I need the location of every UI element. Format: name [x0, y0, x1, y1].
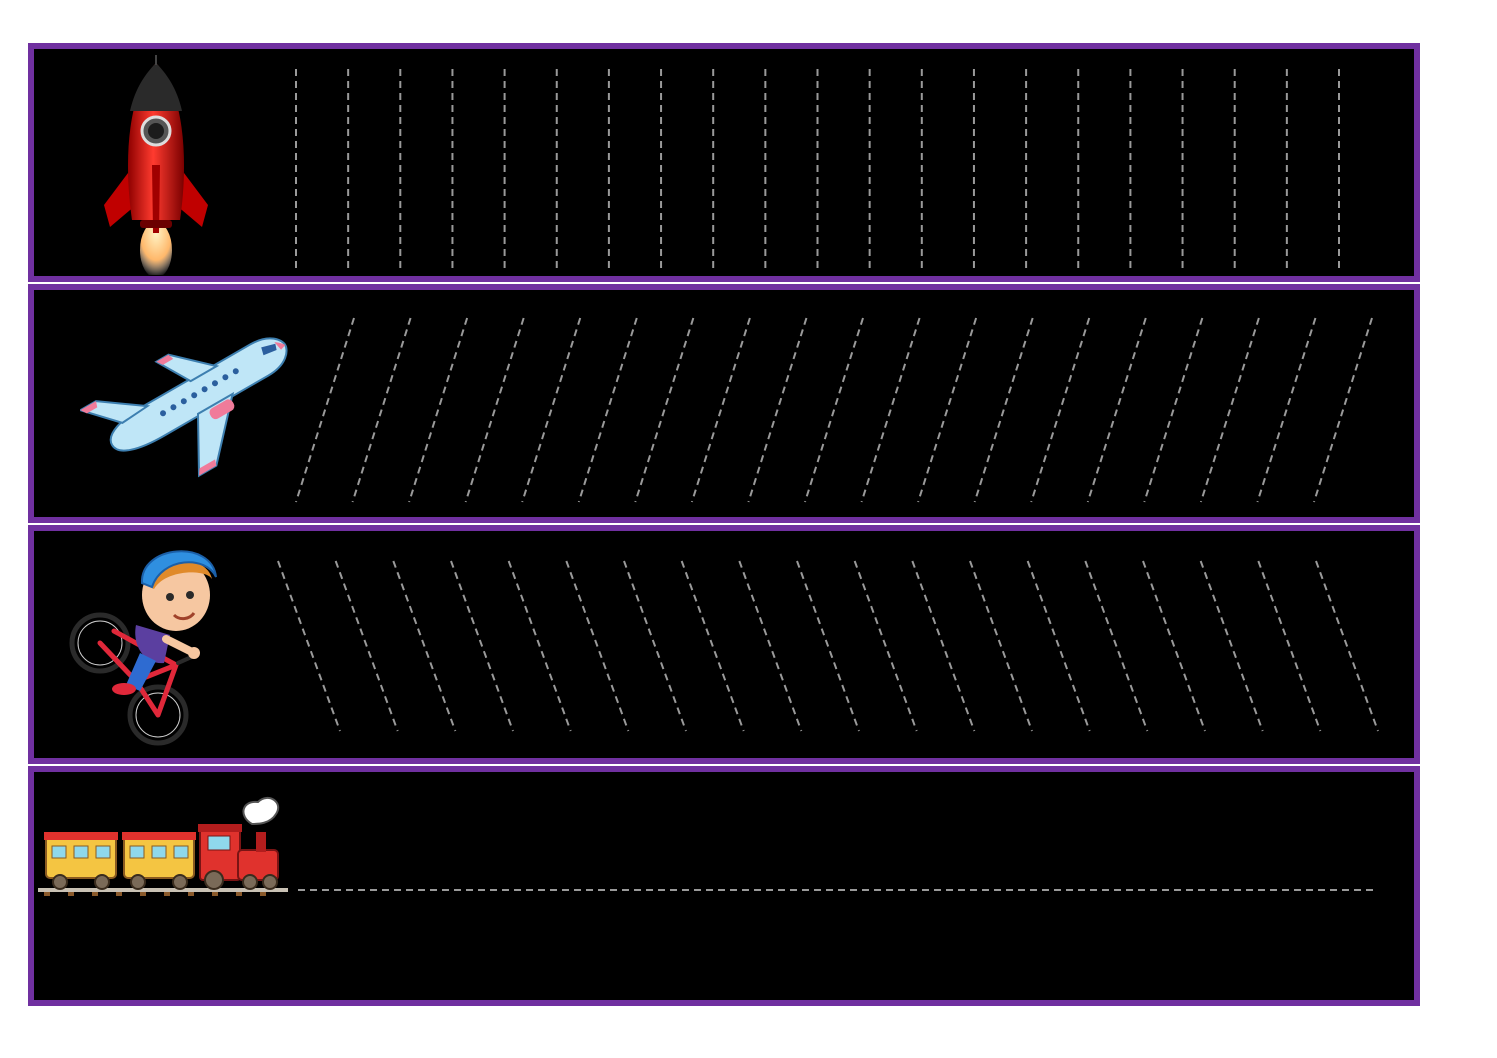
tracing-guide-line: [623, 560, 687, 732]
tracing-guide-line: [1084, 560, 1149, 732]
tracing-guide-line: [796, 560, 860, 732]
tracing-guide-line: [1313, 317, 1373, 503]
tracing-guide-line: [295, 317, 355, 503]
tracing-guide-line: [911, 560, 976, 732]
tracing-guide-line: [853, 560, 918, 732]
tracing-guide-line: [973, 317, 1034, 503]
forward-slant-tracing-guides: [295, 317, 1373, 503]
tracing-guide-line: [1030, 317, 1091, 503]
tracing-guide-line: [1315, 560, 1379, 732]
tracing-guide-line: [577, 317, 638, 503]
airplane-icon: [80, 337, 288, 478]
backward-slant-tracing-guides: [277, 560, 1379, 732]
tracing-guide-line: [1086, 317, 1147, 503]
tracing-guide-line: [680, 560, 745, 732]
tracing-guide-line: [917, 317, 978, 503]
tracing-guide-line: [634, 317, 695, 503]
tracing-guide-line: [450, 560, 514, 732]
tracing-guide-line: [1143, 317, 1204, 503]
rocket-icon: [104, 55, 208, 275]
tracing-guide-line: [521, 317, 582, 503]
tracing-guide-line: [565, 560, 630, 732]
tracing-guide-line: [277, 560, 341, 732]
tracing-guide-line: [1199, 317, 1260, 503]
tracing-guide-line: [1142, 560, 1206, 732]
tracing-guide-line: [392, 560, 457, 732]
train-icon: [38, 796, 288, 896]
tracing-guide-line: [408, 317, 469, 503]
tracing-guide-line: [464, 317, 525, 503]
vertical-tracing-guides: [295, 69, 1340, 269]
tracing-guide-line: [860, 317, 921, 503]
tracing-guide-line: [1256, 317, 1317, 503]
tracing-row-train: [28, 766, 1420, 1006]
tracing-guide-line: [1257, 560, 1322, 732]
tracing-guide-line: [1026, 560, 1091, 732]
boy-on-bicycle-icon: [69, 550, 217, 746]
tracing-guide-line: [690, 317, 751, 503]
tracing-guide-line: [804, 317, 864, 503]
tracing-guide-line: [351, 317, 412, 503]
tracing-guide-line: [747, 317, 808, 503]
tracing-guide-line: [334, 560, 399, 732]
tracing-guide-line: [507, 560, 572, 732]
tracing-row-rocket: [28, 43, 1420, 282]
tracing-guide-line: [738, 560, 803, 732]
tracing-guide-line: [969, 560, 1033, 732]
horizontal-tracing-guide: [298, 889, 1374, 891]
tracing-row-bicycle: [28, 525, 1420, 764]
tracing-guide-line: [1199, 560, 1264, 732]
tracing-row-airplane: [28, 284, 1420, 523]
